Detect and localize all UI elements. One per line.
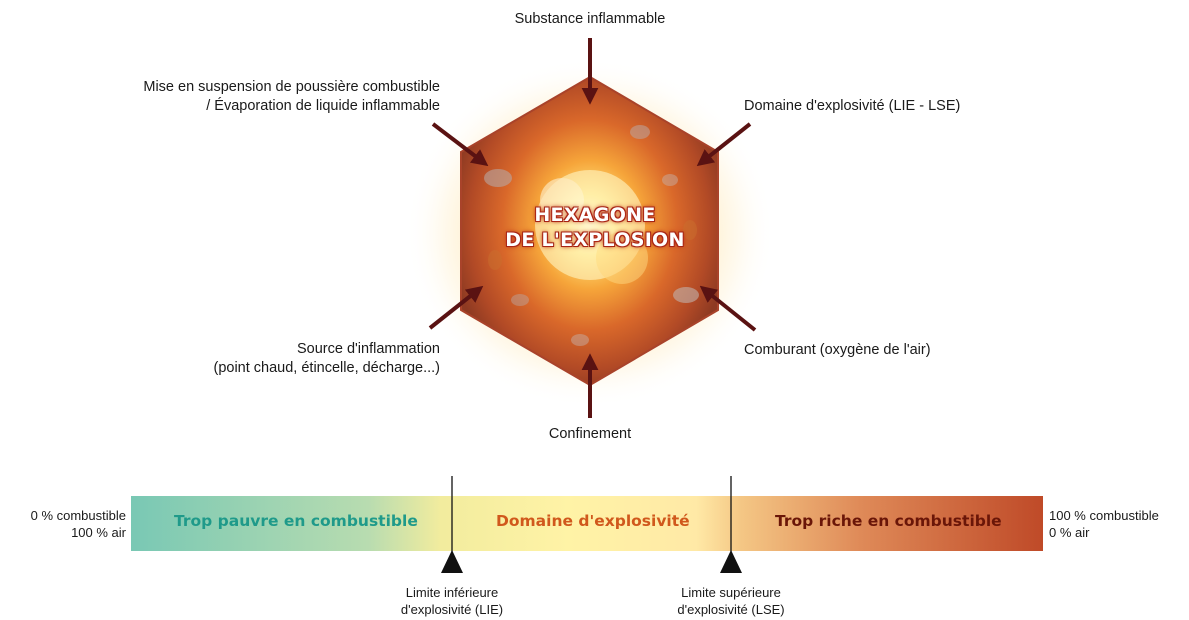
hexagon-title-line1: HEXAGONE bbox=[534, 204, 656, 226]
factor-label-bottom: Confinement bbox=[548, 426, 632, 442]
explosion-texture bbox=[484, 125, 699, 346]
arrow-bottom-right bbox=[699, 285, 757, 332]
factor-arrows bbox=[428, 38, 757, 418]
lie-label: Limite inférieure d'explosivité (LIE) bbox=[400, 585, 504, 617]
flammability-scale-bar bbox=[131, 496, 1043, 551]
arrow-bottom-left bbox=[428, 285, 484, 330]
lse-label: Limite supérieure d'explosivité (LSE) bbox=[677, 585, 785, 617]
hexagon-title: HEXAGONE DE L'EXPLOSION bbox=[500, 203, 690, 253]
factor-label-bottom-left: Source d'inflammation (point chaud, étin… bbox=[213, 341, 441, 376]
zone-label-lean: Trop pauvre en combustible bbox=[174, 512, 418, 530]
zone-label-rich: Trop riche en combustible bbox=[775, 512, 1002, 530]
arrow-top-right bbox=[696, 122, 752, 167]
factor-label-bottom-right: Comburant (oxygène de l'air) bbox=[744, 342, 931, 358]
scale-right-end: 100 % combustible 0 % air bbox=[1049, 508, 1159, 540]
arrow-top-left bbox=[431, 122, 489, 167]
lse-marker-triangle bbox=[720, 550, 742, 573]
hexagon-title-line2: DE L'EXPLOSION bbox=[505, 229, 685, 251]
factor-label-top: Substance inflammable bbox=[514, 11, 666, 27]
scale-left-end: 0 % combustible 100 % air bbox=[30, 508, 126, 540]
factor-label-top-left: Mise en suspension de poussière combusti… bbox=[143, 79, 440, 114]
factor-label-top-right: Domaine d'explosivité (LIE - LSE) bbox=[744, 98, 961, 114]
lie-marker-triangle bbox=[441, 550, 463, 573]
zone-label-explosive: Domaine d'explosivité bbox=[496, 512, 690, 530]
